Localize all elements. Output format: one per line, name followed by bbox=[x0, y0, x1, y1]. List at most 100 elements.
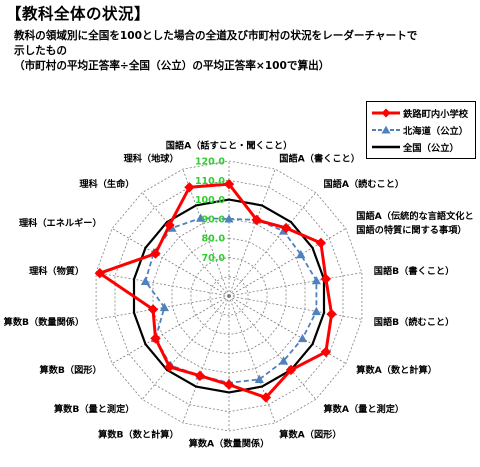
page-title: 【教科全体の状況】 bbox=[6, 5, 151, 23]
series-1-point-5 bbox=[326, 308, 337, 320]
series-2-point-13 bbox=[159, 302, 170, 312]
grid-ring-7 bbox=[95, 160, 363, 432]
series-1-point-9 bbox=[223, 379, 235, 390]
legend-label-series-3: 全国（公立） bbox=[403, 143, 459, 154]
series-1-point-8 bbox=[260, 392, 272, 403]
series-1-point-7 bbox=[285, 364, 297, 376]
grid-ring-1 bbox=[209, 276, 249, 316]
axis-label-2: 国語A（読むこと） bbox=[324, 178, 405, 190]
grid-spoke-10 bbox=[182, 295, 230, 424]
grid-spoke-8 bbox=[228, 295, 276, 424]
axis-label-0-line-0: 国語A（話すこと・聞くこと） bbox=[166, 140, 293, 152]
legend-swatch-black-line-icon bbox=[372, 145, 400, 149]
axis-label-6-line-0: 算数A（数と計算） bbox=[356, 364, 437, 376]
axis-label-7: 算数A（量と測定） bbox=[324, 403, 405, 415]
series-1-point-17 bbox=[184, 182, 195, 193]
axis-label-8-line-0: 算数A（図形） bbox=[279, 429, 341, 441]
axis-label-11: 算数B（量と測定） bbox=[54, 403, 135, 415]
grid-spoke-1 bbox=[228, 168, 276, 297]
grid-ring-6 bbox=[114, 179, 344, 413]
grid-spoke-11 bbox=[141, 295, 230, 400]
axis-label-17: 理科（地球） bbox=[124, 152, 179, 164]
grid-spoke-14 bbox=[96, 272, 230, 297]
axis-label-0: 国語A（話すこと・聞くこと） bbox=[166, 140, 293, 152]
axis-label-2-line-0: 国語A（読むこと） bbox=[324, 178, 405, 190]
grid-spoke-16 bbox=[141, 192, 230, 297]
radar-axis-labels: 国語A（話すこと・聞くこと）国語A（書くこと） 国語A（読むこと） 国語A（伝統的な… bbox=[4, 140, 474, 450]
grid-spoke-15 bbox=[111, 228, 230, 297]
tick-label-3: 100.0 bbox=[195, 195, 225, 206]
tick-label-2: 90.0 bbox=[202, 214, 226, 225]
axis-label-12-line-0: 算数B（図形） bbox=[40, 364, 102, 376]
axis-label-12: 算数B（図形） bbox=[40, 364, 102, 376]
legend-label-series-1: 鉄路町内小学校 bbox=[403, 109, 469, 120]
axis-label-3-line-1: 国語の特質に関する事項） bbox=[356, 224, 466, 236]
grid-spoke-2 bbox=[228, 192, 317, 297]
radar-series bbox=[94, 178, 337, 403]
description-line-2: 示したもの bbox=[14, 45, 67, 57]
grid-spoke-12 bbox=[111, 295, 230, 364]
grid-ring-2 bbox=[190, 256, 268, 336]
axis-label-13: 算数B（数量関係） bbox=[4, 316, 85, 328]
axis-label-16-line-0: 理科（生命） bbox=[79, 178, 134, 190]
grid-spoke-5 bbox=[228, 295, 362, 320]
axis-label-4: 国語B（書くこと） bbox=[374, 265, 455, 277]
description: 教科の領域別に全国を100とした場合の全道及び市町村の状況をレーダーチャートで … bbox=[14, 29, 474, 74]
axis-label-4-line-0: 国語B（書くこと） bbox=[374, 265, 455, 277]
series-2-point-3 bbox=[296, 249, 306, 259]
tick-label-1: 80.0 bbox=[202, 234, 226, 245]
axis-label-14-line-0: 理科（物質） bbox=[29, 265, 84, 277]
axis-label-3-line-0: 国語A（伝統的な言語文化と bbox=[356, 210, 473, 222]
series-1-point-16 bbox=[164, 219, 175, 231]
series-1-point-6 bbox=[320, 346, 332, 358]
axis-label-9-line-0: 算数A（数量関係） bbox=[189, 438, 270, 450]
axis-label-8: 算数A（図形） bbox=[279, 429, 341, 441]
chart-legend: 鉄路町内小学校 北海道（公立） 全国（公立） bbox=[366, 101, 476, 159]
axis-label-14: 理科（物質） bbox=[29, 265, 84, 277]
legend-item-series-2: 北海道（公立） bbox=[371, 123, 468, 138]
series-1-point-15 bbox=[150, 248, 161, 259]
axis-label-1-line-0: 国語A（書くこと） bbox=[279, 152, 360, 164]
axis-label-1: 国語A（書くこと） bbox=[279, 152, 360, 164]
series-line-3 bbox=[132, 198, 326, 394]
series-2-point-4 bbox=[311, 275, 321, 285]
series-1-point-4 bbox=[320, 273, 332, 285]
axis-label-6: 算数A（数と計算） bbox=[356, 364, 437, 376]
axis-label-13-line-0: 算数B（数量関係） bbox=[4, 316, 85, 328]
axis-label-9: 算数A（数量関係） bbox=[189, 438, 270, 450]
legend-swatch-blue-triangle-icon bbox=[372, 125, 400, 134]
series-2-point-8 bbox=[254, 374, 264, 384]
grid-spoke-13 bbox=[96, 295, 230, 320]
grid-spoke-4 bbox=[228, 272, 362, 297]
series-1-point-14 bbox=[94, 268, 106, 279]
axis-label-11-line-0: 算数B（量と測定） bbox=[54, 403, 135, 415]
series-2-point-6 bbox=[297, 333, 308, 343]
axis-label-15: 理科（エネルギー） bbox=[19, 217, 102, 229]
axis-label-3: 国語A（伝統的な言語文化と国語の特質に関する事項） bbox=[356, 210, 473, 236]
series-1-point-2 bbox=[280, 222, 292, 234]
series-2-point-7 bbox=[278, 356, 289, 365]
grid-spoke-7 bbox=[228, 295, 317, 400]
axis-label-10: 算数B（数と計算） bbox=[98, 429, 179, 441]
series-1-point-12 bbox=[150, 333, 161, 344]
legend-swatch-red-diamond-icon bbox=[372, 108, 400, 118]
tick-label-4: 110.0 bbox=[195, 176, 225, 187]
series-2-point-17 bbox=[196, 213, 206, 222]
axis-label-10-line-0: 算数B（数と計算） bbox=[98, 429, 179, 441]
axis-label-17-line-0: 理科（地球） bbox=[124, 152, 179, 164]
description-line-3: （市町村の平均正答率÷全国（公立）の平均正答率×100で算出） bbox=[14, 60, 330, 72]
legend-label-series-2: 北海道（公立） bbox=[403, 126, 469, 137]
series-1-point-13 bbox=[147, 304, 159, 315]
series-1-point-0 bbox=[223, 178, 235, 190]
tick-label-5: 120.0 bbox=[195, 157, 225, 168]
axis-label-7-line-0: 算数A（量と測定） bbox=[324, 403, 405, 415]
series-2-point-14 bbox=[140, 276, 151, 285]
legend-item-series-3: 全国（公立） bbox=[371, 140, 459, 155]
axis-label-15-line-0: 理科（エネルギー） bbox=[19, 217, 102, 229]
series-2-point-5 bbox=[311, 306, 321, 316]
axis-label-5: 国語B（読むこと） bbox=[374, 316, 455, 328]
axis-label-5-line-0: 国語B（読むこと） bbox=[374, 316, 455, 328]
series-1-point-11 bbox=[164, 361, 175, 373]
